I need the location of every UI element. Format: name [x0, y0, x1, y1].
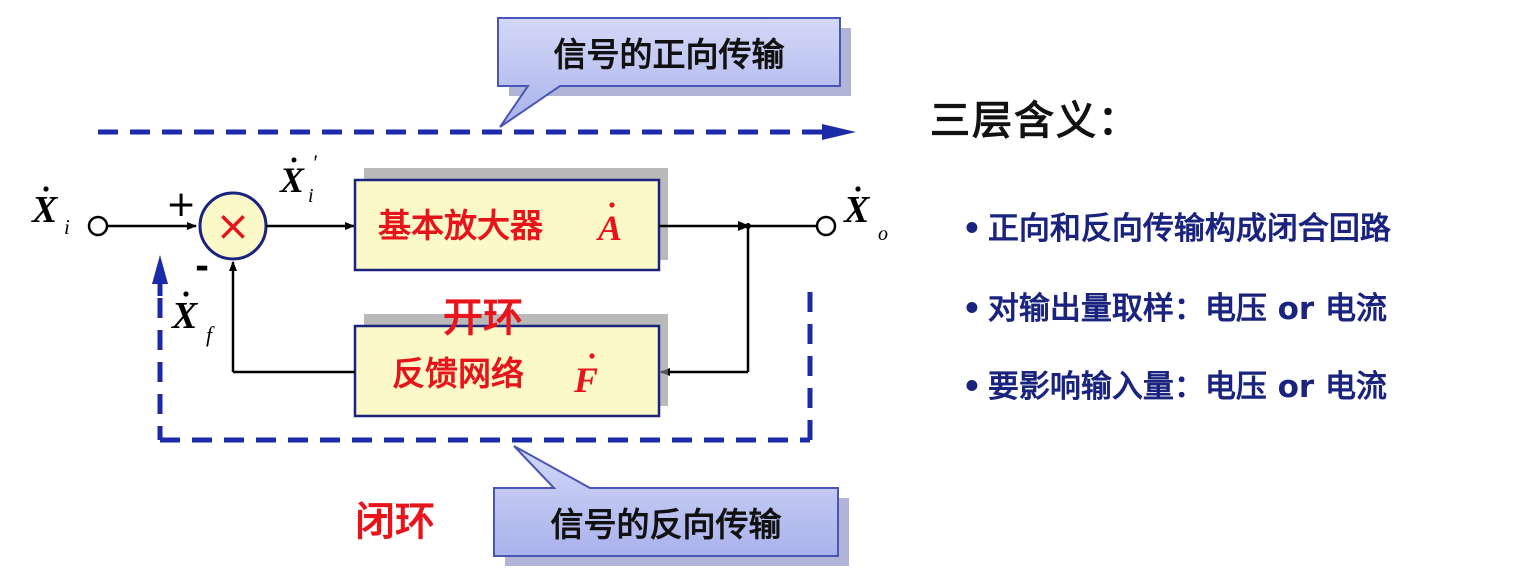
output-signal-sub: o [878, 223, 888, 245]
feedback-signal-sub: f [206, 322, 215, 347]
input-signal-symbol: X [31, 189, 59, 231]
feedback-symbol: F [573, 360, 598, 400]
feedback-block: 反馈网络 F [353, 314, 668, 418]
input-terminal [87, 215, 109, 237]
closed-loop-label: 闭环 [355, 499, 435, 545]
bullet-dot-icon: • [962, 291, 982, 327]
output-signal-dot [855, 186, 861, 192]
plus-sign: + [166, 184, 196, 225]
closed-loop-dash-left-arrowhead [152, 255, 168, 284]
reverse-callout: 信号的反向传输 [493, 445, 849, 566]
meaning-item-text: 对输出量取样：电压 or 电流 [987, 291, 1387, 327]
forward-callout-text: 信号的正向传输 [554, 35, 786, 74]
meaning-item: •对输出量取样：电压 or 电流 [962, 283, 1387, 328]
feedback-signal-dot [183, 291, 189, 297]
net-input-signal-prime: ' [312, 150, 317, 175]
reverse-callout-text: 信号的反向传输 [551, 505, 783, 544]
output-terminal [815, 215, 837, 237]
meaning-item-text: 要影响输入量：电压 or 电流 [987, 369, 1387, 405]
forward-dashed-arrowhead [822, 124, 856, 140]
net-input-signal-symbol: X [279, 160, 305, 200]
meaning-item: •正向和反向传输构成闭合回路 [962, 203, 1391, 248]
multiply-icon: × [215, 201, 250, 250]
forward-callout: 信号的正向传输 [497, 17, 851, 128]
output-signal-symbol: X [843, 189, 871, 231]
meaning-item: •要影响输入量：电压 or 电流 [962, 361, 1387, 406]
amplifier-label: 基本放大器 [378, 206, 544, 245]
feedback-signal-label: X f [171, 291, 215, 347]
net-input-signal-label: X i ' [279, 150, 317, 207]
bullet-dot-icon: • [962, 369, 982, 405]
feedback-signal-symbol: X [171, 295, 199, 337]
net-input-signal-sub: i [308, 185, 314, 207]
input-signal-sub: i [64, 215, 70, 239]
amplifier-symbol-dot [609, 202, 615, 208]
open-loop-label: 开环 [443, 295, 523, 341]
input-signal-dot [43, 186, 49, 192]
amplifier-block: 基本放大器 A [353, 168, 668, 272]
net-input-signal-dot [291, 157, 297, 163]
meaning-item-text: 正向和反向传输构成闭合回路 [987, 211, 1391, 247]
minus-sign: - [195, 247, 209, 287]
summing-junction: × [198, 191, 268, 261]
meaning-title: 三层含义： [930, 98, 1140, 144]
output-signal-label: X o [843, 186, 888, 245]
input-signal-label: X i [31, 186, 70, 239]
amplifier-symbol: A [596, 208, 622, 248]
feedback-symbol-dot [589, 353, 595, 359]
feedback-label: 反馈网络 [392, 354, 524, 393]
output-wire-arrow [738, 221, 750, 231]
bullet-dot-icon: • [962, 211, 982, 247]
